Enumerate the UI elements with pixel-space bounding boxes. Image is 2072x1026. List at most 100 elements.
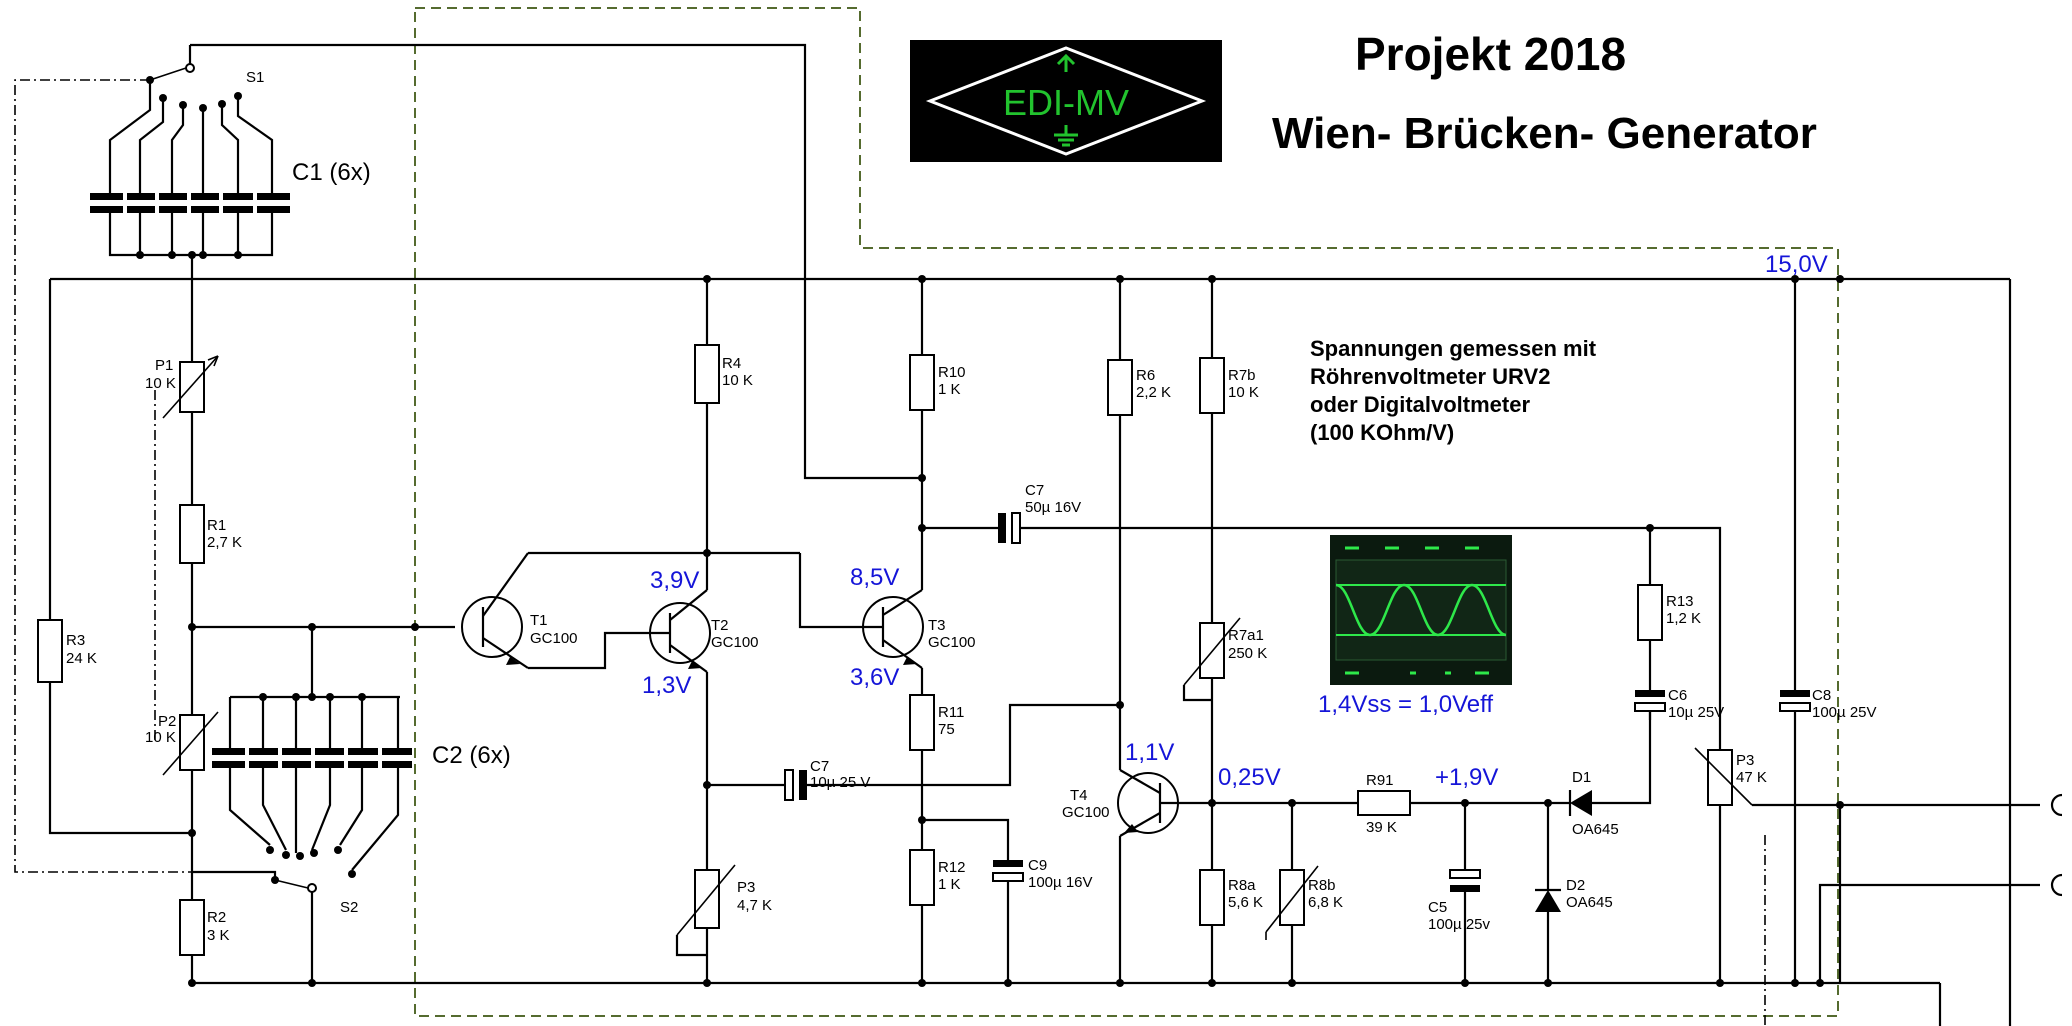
r8b-ntc [1279,869,1305,926]
svg-text:1 K: 1 K [938,381,961,398]
d1-diode [1568,790,1592,816]
r7b-resistor [1199,357,1225,414]
svg-text:1,2 K: 1,2 K [1666,610,1701,627]
svg-text:75: 75 [938,721,955,738]
c1-label: C1 (6x) [292,159,371,186]
r8a-resistor [1199,869,1225,926]
svg-text:10 K: 10 K [145,375,176,392]
svg-text:3 K: 3 K [207,927,230,944]
svg-text:10µ 25 V: 10µ 25 V [810,774,870,791]
svg-text:P3: P3 [1736,752,1754,769]
edi-mv-logo: EDI-MV [910,40,1222,162]
svg-text:R91: R91 [1366,772,1394,789]
t4-transistor [1117,769,1212,837]
svg-text:C7: C7 [1025,482,1044,499]
svg-text:R8a: R8a [1228,877,1256,894]
svg-text:R3: R3 [66,632,85,649]
svg-text:R6: R6 [1136,367,1155,384]
t4-emitter-voltage: 0,25V [1218,764,1281,791]
c2-capacitor-bank [212,745,412,771]
svg-text:100µ 25v: 100µ 25v [1428,916,1491,933]
svg-text:C5: C5 [1428,899,1447,916]
svg-text:R13: R13 [1666,593,1694,610]
svg-text:C8: C8 [1812,687,1831,704]
svg-text:1 K: 1 K [938,876,961,893]
scope-caption: 1,4Vss = 1,0Veff [1318,691,1493,718]
svg-text:C9: C9 [1028,857,1047,874]
svg-text:R1: R1 [207,517,226,534]
r12-resistor [909,849,935,906]
note-line-2: Röhrenvoltmeter URV2 [1310,364,1550,389]
r1-resistor [179,504,205,564]
svg-text:T1: T1 [530,612,548,629]
svg-text:D1: D1 [1572,769,1591,786]
c1-capacitor-bank [90,190,290,216]
svg-text:R12: R12 [938,859,966,876]
r13-resistor [1637,584,1663,641]
circuit-title: Wien- Brücken- Generator [1272,109,1817,158]
svg-text:D2: D2 [1566,877,1585,894]
svg-text:100µ 25V: 100µ 25V [1812,704,1877,721]
svg-text:R11: R11 [938,704,964,721]
svg-text:2,7 K: 2,7 K [207,534,242,551]
ganged-switch-link [14,79,275,873]
svg-text:R7b: R7b [1228,367,1256,384]
svg-text:50µ 16V: 50µ 16V [1025,499,1081,516]
t2-transistor [645,589,711,673]
p1-potentiometer [179,361,205,413]
svg-text:C7: C7 [810,758,829,775]
rectifier-voltage: +1,9V [1435,764,1498,791]
note-line-4: (100 KOhm/V) [1310,420,1454,445]
t3-transistor [860,589,924,669]
t3-emitter-voltage: 3,6V [850,664,899,691]
r7a1-trimmer [1199,622,1225,679]
svg-text:39 K: 39 K [1366,819,1397,836]
p3-trimpot-4k7 [694,869,720,929]
supply-voltage: 15,0V [1765,251,1828,278]
svg-text:100µ 16V: 100µ 16V [1028,874,1093,891]
svg-text:OA645: OA645 [1572,821,1619,838]
note-line-1: Spannungen gemessen mit [1310,336,1597,361]
t1-transistor [461,552,529,669]
t3-collector-voltage: 8,5V [850,564,899,591]
svg-text:5,6 K: 5,6 K [1228,894,1263,911]
svg-text:24 K: 24 K [66,650,97,667]
r6-resistor [1107,359,1133,416]
svg-text:10 K: 10 K [1228,384,1259,401]
output-jack-2[interactable] [2050,873,2063,897]
svg-text:T4: T4 [1070,787,1088,804]
svg-text:C6: C6 [1668,687,1687,704]
svg-text:GC100: GC100 [530,630,578,647]
svg-text:4,7 K: 4,7 K [737,897,772,914]
s2-label: S2 [340,899,358,916]
c2-label: C2 (6x) [432,742,511,769]
svg-text:6,8 K: 6,8 K [1308,894,1343,911]
svg-text:EDI-MV: EDI-MV [1003,82,1129,123]
svg-text:GC100: GC100 [1062,804,1110,821]
svg-text:R8b: R8b [1308,877,1336,894]
svg-text:10µ 25V: 10µ 25V [1668,704,1724,721]
svg-text:R2: R2 [207,909,226,926]
svg-text:2,2 K: 2,2 K [1136,384,1171,401]
s1-label: S1 [246,69,264,86]
svg-text:10 K: 10 K [722,372,753,389]
project-title: Projekt 2018 [1355,28,1626,80]
svg-text:T3: T3 [928,617,946,634]
d2-diode [1535,888,1561,912]
svg-text:GC100: GC100 [928,634,976,651]
svg-text:P1: P1 [155,357,173,374]
r2-resistor [179,899,205,956]
r11-resistor [909,694,935,751]
svg-text:R4: R4 [722,355,741,372]
oscilloscope-screenshot [1330,535,1512,685]
r3-resistor [37,619,63,683]
svg-text:250 K: 250 K [1228,645,1267,662]
r91-resistor [1357,790,1411,816]
output-jack-1[interactable] [2050,793,2063,817]
svg-text:GC100: GC100 [711,634,759,651]
svg-text:10 K: 10 K [145,729,176,746]
svg-text:R7a1: R7a1 [1228,627,1264,644]
r10-resistor [909,354,935,411]
